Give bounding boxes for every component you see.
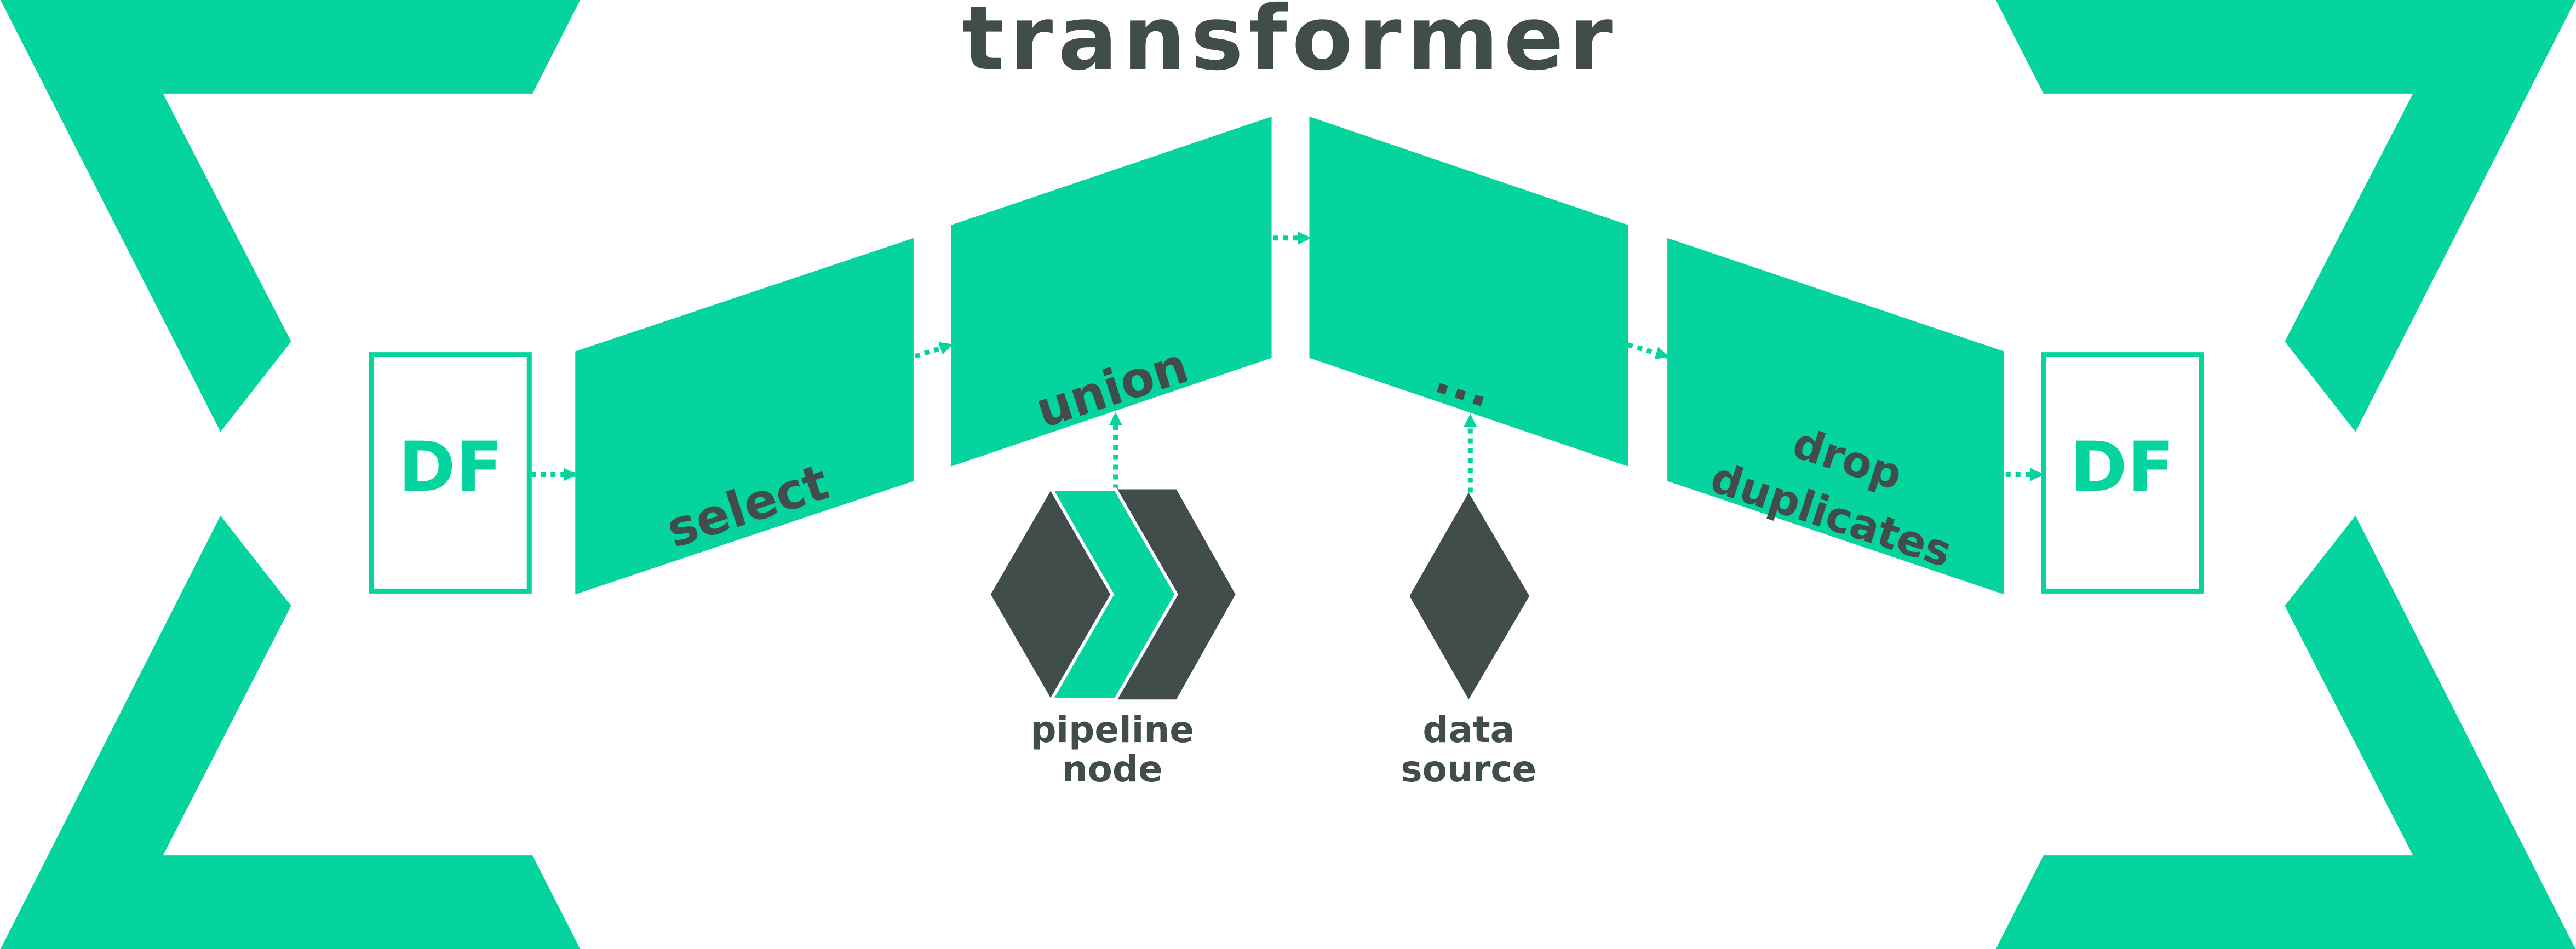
data-source-diamond-icon [1409,492,1530,700]
pipeline-node-label-line1: pipeline [1030,709,1194,751]
left-bracket-bottom [0,515,581,949]
data-source-label-line1: data [1422,709,1514,751]
input-dataframe: DF [369,352,532,594]
stage-drop-duplicates: drop duplicates [1667,238,2004,595]
data-source-label-line2: source [1401,748,1536,790]
arrow-select-to-union [914,342,953,359]
arrow-ellipsis-to-drop [1627,342,1669,360]
stage-select: select [575,238,914,595]
left-bracket-top [0,0,581,432]
input-df-label: DF [398,427,503,507]
output-dataframe: DF [2041,352,2204,594]
pipeline-node-icon [990,487,1236,701]
right-bracket-top [1995,0,2576,432]
output-df-label: DF [2070,427,2175,507]
stage-ellipsis: ... [1309,116,1628,467]
diagram-title: transformer [962,0,1617,90]
pipeline-node-label-line2: node [1062,748,1163,790]
stage-union: union [951,116,1272,467]
right-bracket-bottom [1995,515,2576,949]
